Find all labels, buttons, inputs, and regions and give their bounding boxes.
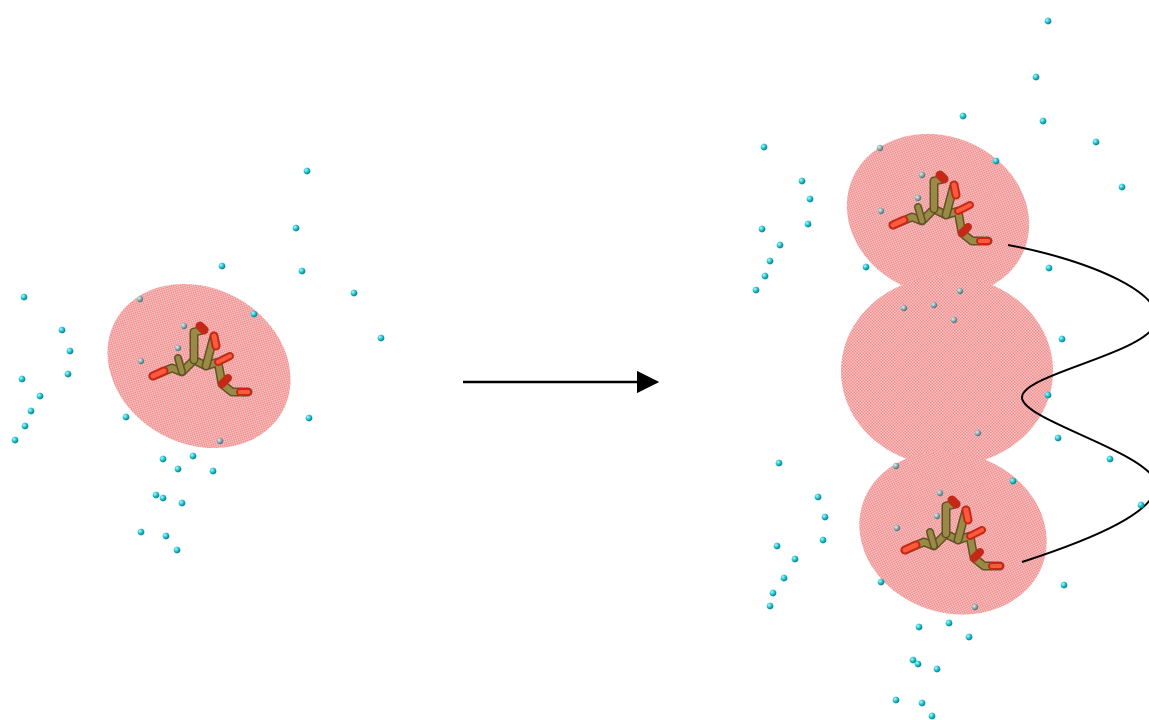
water-molecule-icon: [1054, 434, 1062, 442]
water-molecule-icon: [11, 436, 19, 444]
water-molecule-icon: [933, 512, 941, 520]
water-molecule-icon: [780, 574, 788, 582]
water-molecule-icon: [1039, 117, 1047, 125]
water-molecule-icon: [862, 263, 870, 271]
water-molecule-icon: [173, 546, 181, 554]
water-molecule-icon: [877, 578, 885, 586]
water-molecule-icon: [303, 167, 311, 175]
water-molecule-icon: [877, 207, 885, 215]
water-molecule-icon: [36, 392, 44, 400]
solvation-zone-overlap: [841, 276, 1053, 466]
water-molecule-icon: [152, 491, 160, 499]
water-molecule-icon: [137, 528, 145, 536]
water-molecule-icon: [959, 112, 967, 120]
water-molecule-icon: [876, 144, 884, 152]
water-molecule-icon: [814, 493, 822, 501]
water-molecule-icon: [174, 344, 182, 352]
water-molecule-icon: [791, 555, 799, 563]
water-molecule-icon: [216, 437, 224, 445]
water-molecule-icon: [1137, 501, 1145, 509]
water-molecule-icon: [18, 375, 26, 383]
water-molecule-icon: [918, 171, 926, 179]
water-molecule-icon: [752, 286, 760, 294]
water-molecule-icon: [893, 524, 901, 532]
water-molecule-icon: [914, 194, 922, 202]
water-molecule-icon: [250, 310, 258, 318]
water-molecule-icon: [758, 225, 766, 233]
water-molecule-icon: [804, 220, 812, 228]
water-molecule-icon: [892, 696, 900, 704]
water-molecules: [752, 17, 1145, 720]
water-molecule-icon: [928, 712, 936, 720]
water-molecule-icon: [956, 287, 964, 295]
water-molecule-icon: [377, 334, 385, 342]
water-molecule-icon: [159, 494, 167, 502]
water-molecule-icon: [892, 462, 900, 470]
water-molecule-icon: [974, 429, 982, 437]
water-molecule-icon: [1060, 581, 1068, 589]
water-molecule-icon: [1032, 73, 1040, 81]
water-molecule-icon: [915, 623, 923, 631]
water-molecule-icon: [1044, 391, 1052, 399]
water-molecule-icon: [1045, 264, 1053, 272]
water-molecule-icon: [180, 322, 188, 330]
water-molecule-icon: [918, 699, 926, 707]
water-molecule-icon: [971, 603, 979, 611]
water-molecule-icon: [292, 224, 300, 232]
water-molecule-icon: [766, 257, 774, 265]
water-molecule-icon: [1106, 455, 1114, 463]
water-molecule-icon: [159, 455, 167, 463]
water-molecule-icon: [965, 633, 973, 641]
water-molecule-icon: [950, 316, 958, 324]
water-molecule-icon: [776, 241, 784, 249]
water-molecule-icon: [806, 195, 814, 203]
water-molecule-icon: [1092, 138, 1100, 146]
water-molecule-icon: [930, 301, 938, 309]
water-molecule-icon: [209, 467, 217, 475]
water-molecule-icon: [305, 414, 313, 422]
water-molecule-icon: [761, 272, 769, 280]
water-molecules: [11, 167, 385, 554]
water-molecule-icon: [773, 542, 781, 550]
water-molecule-icon: [1044, 17, 1052, 25]
panel-before: [11, 167, 385, 554]
water-molecule-icon: [909, 656, 917, 664]
water-molecule-icon: [162, 532, 170, 540]
water-molecule-icon: [821, 513, 829, 521]
water-molecule-icon: [992, 157, 1000, 165]
water-molecule-icon: [914, 660, 922, 668]
water-molecule-icon: [350, 289, 358, 297]
water-molecule-icon: [178, 499, 186, 507]
water-molecule-icon: [174, 465, 182, 473]
water-molecule-icon: [900, 304, 908, 312]
water-molecule-icon: [189, 452, 197, 460]
water-molecule-icon: [1118, 183, 1126, 191]
water-molecule-icon: [136, 295, 144, 303]
water-molecule-icon: [137, 357, 145, 365]
water-molecule-icon: [27, 407, 35, 415]
water-molecule-icon: [1009, 477, 1017, 485]
water-molecule-icon: [122, 413, 130, 421]
water-molecule-icon: [66, 347, 74, 355]
water-molecule-icon: [760, 143, 768, 151]
water-molecule-icon: [945, 619, 953, 627]
water-molecule-icon: [933, 665, 941, 673]
water-molecule-icon: [1058, 335, 1066, 343]
water-molecule-icon: [798, 177, 806, 185]
water-molecule-icon: [769, 589, 777, 597]
water-molecule-icon: [936, 489, 944, 497]
water-molecule-icon: [21, 422, 29, 430]
water-molecule-icon: [64, 370, 72, 378]
water-molecule-icon: [766, 602, 774, 610]
water-molecule-icon: [775, 459, 783, 467]
water-molecule-icon: [819, 536, 827, 544]
water-molecule-icon: [58, 326, 66, 334]
water-molecule-icon: [20, 293, 28, 301]
panel-after: [752, 17, 1149, 720]
water-molecule-icon: [298, 267, 306, 275]
water-molecule-icon: [218, 262, 226, 270]
